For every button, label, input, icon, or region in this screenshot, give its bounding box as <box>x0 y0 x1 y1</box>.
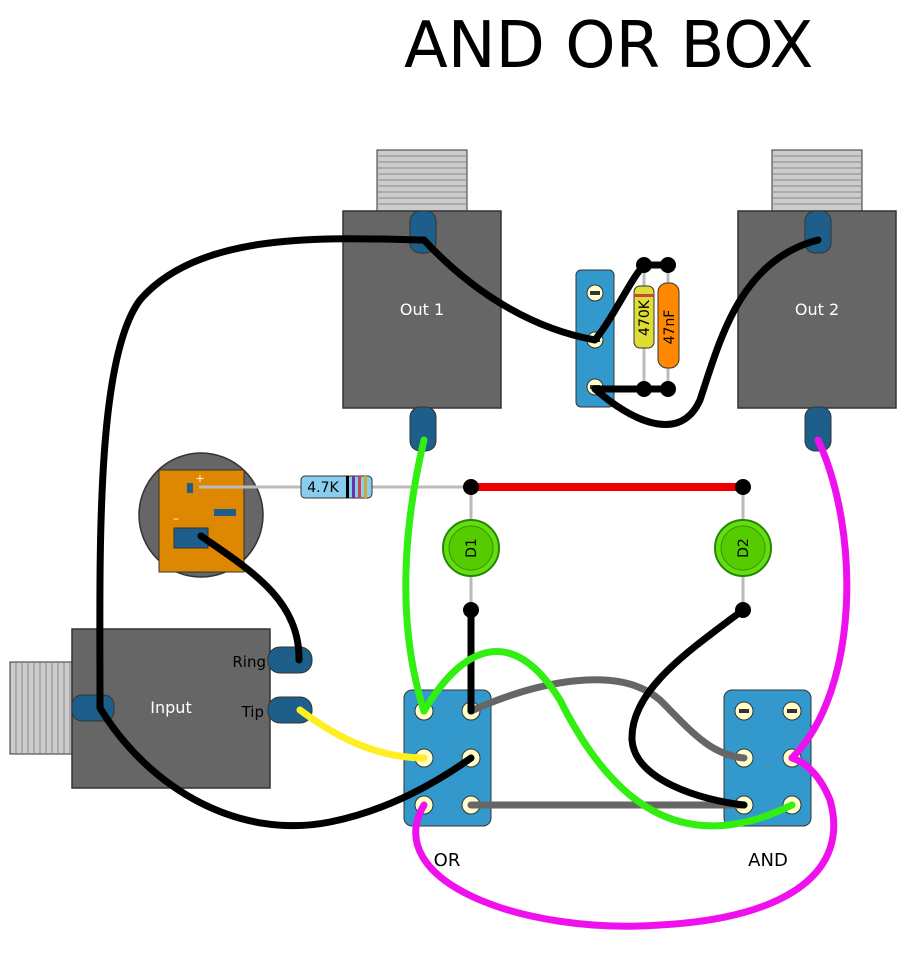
jack-1-threads <box>376 149 468 213</box>
dc-plus-lug <box>187 483 193 493</box>
capacitor-body <box>657 282 680 369</box>
page-title: AND OR BOX <box>404 9 814 83</box>
out2-label: Out 2 <box>795 300 839 319</box>
input-ring-lug <box>267 646 313 674</box>
jack-2-sleeve-lug <box>804 406 832 452</box>
resistor-4-7k-label: 4.7K <box>307 480 339 496</box>
wire-black-dc-ring <box>197 532 303 664</box>
dc-plus-label: + <box>195 472 204 485</box>
output-jack-2: Out 2 <box>737 149 897 452</box>
wire-gray-top <box>467 676 748 762</box>
or-label: OR <box>434 850 461 871</box>
input-label: Input <box>150 698 191 717</box>
output-jack-1: Out 1 <box>342 149 502 452</box>
diode-d2: D2 <box>714 519 772 577</box>
and-switch: AND <box>723 689 812 871</box>
jack-2-threads <box>771 149 863 213</box>
capacitor-47nf: 47nF <box>657 265 680 389</box>
wire-black-d2 <box>628 606 748 809</box>
dc-minus-label: – <box>173 512 179 525</box>
dc-side-lug <box>214 509 236 516</box>
ring-label: Ring <box>232 653 266 671</box>
out1-label: Out 1 <box>400 300 444 319</box>
resistor-470k-label: 470K <box>637 299 653 336</box>
d1-label: D1 <box>464 538 480 558</box>
input-tip-lug <box>267 696 313 724</box>
wire-green-loop <box>420 648 796 830</box>
input-jack-threads <box>9 661 75 755</box>
and-switch-board <box>723 689 812 827</box>
wire-yellow-tip <box>296 706 428 762</box>
dc-jack: + – <box>138 452 264 578</box>
tip-label: Tip <box>241 703 264 721</box>
wire-black-out1-strip <box>420 236 648 344</box>
wire-green-out1 <box>402 436 428 715</box>
wire-magenta-out2 <box>788 436 851 762</box>
jack-2-tip-lug <box>804 210 832 254</box>
d2-label: D2 <box>736 538 752 558</box>
wire-magenta-loop <box>412 754 838 930</box>
resistor-470k: 470K <box>633 265 655 389</box>
input-jack: Input Ring Tip <box>9 628 313 789</box>
resistor-470k-body <box>633 285 655 349</box>
wire-black-strip-out2 <box>591 236 822 428</box>
wire-black-main-loop <box>96 235 475 830</box>
capacitor-label: 47nF <box>662 310 678 345</box>
resistor-4-7k: 4.7K <box>199 475 471 499</box>
solder-points <box>463 257 751 618</box>
diode-d1: D1 <box>442 519 500 577</box>
and-label: AND <box>748 850 788 871</box>
